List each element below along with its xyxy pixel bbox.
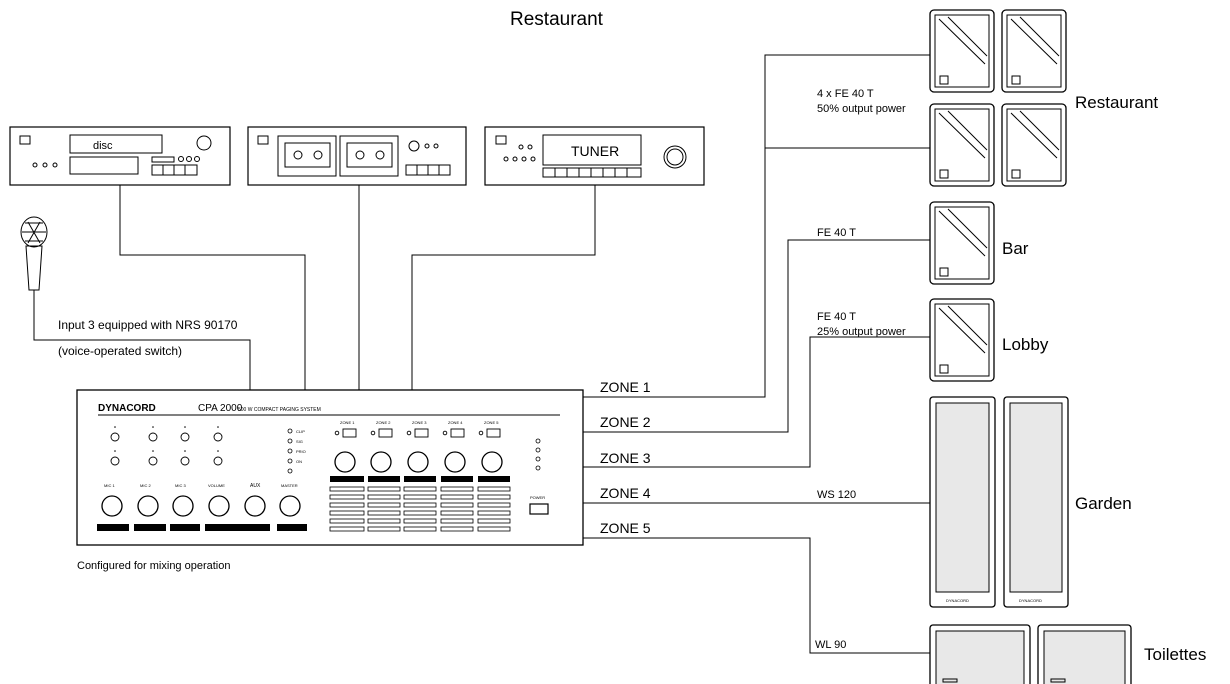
cd-cable [119, 185, 306, 390]
zone1-power-note: 50% output power [817, 103, 906, 115]
amp-zone-label-3: ZONE 3 [412, 420, 427, 425]
knob-label-master: MASTER [281, 483, 298, 488]
zone5-cable [583, 537, 930, 654]
speaker-bar [929, 201, 995, 285]
zone2-speaker-spec: FE 40 T [817, 227, 856, 239]
speaker-restaurant-3 [929, 103, 995, 187]
knob-label-mic2: MIC 2 [140, 483, 151, 488]
tuner-display-text: TUNER [571, 143, 619, 159]
speaker-lobby [929, 298, 995, 382]
zone2-cable [583, 239, 930, 433]
amp-zone-label-1: ZONE 1 [340, 420, 355, 425]
speaker-restaurant-1 [929, 9, 995, 93]
mic-note-line1: Input 3 equipped with NRS 90170 [58, 318, 238, 332]
cd-player: disc [9, 126, 231, 186]
mic-cable [33, 290, 251, 390]
zone3-label: ZONE 3 [600, 450, 651, 466]
tuner-cable [411, 185, 596, 390]
area-toilettes: Toilettes [1144, 645, 1206, 664]
speaker-garden-2: DYNACORD [1003, 396, 1069, 608]
power-label: POWER [530, 495, 545, 500]
zone3-power-note: 25% output power [817, 326, 906, 338]
speaker-restaurant-2 [1001, 9, 1067, 93]
garden-brand-2: DYNACORD [1019, 598, 1042, 603]
amp-model: CPA 2000 [198, 403, 243, 414]
mic-note-line2: (voice-operated switch) [58, 344, 182, 358]
speaker-garden-1: DYNACORD [929, 396, 996, 608]
speaker-restaurant-4 [1001, 103, 1067, 187]
area-garden: Garden [1075, 494, 1132, 513]
zone5-label: ZONE 5 [600, 520, 651, 536]
amp-caption: Configured for mixing operation [77, 560, 230, 572]
speaker-toilettes-2 [1037, 624, 1132, 684]
knob-label-mic3: MIC 3 [175, 483, 186, 488]
zone5-speaker-spec: WL 90 [815, 639, 846, 651]
zone4-label: ZONE 4 [600, 485, 651, 501]
zone3-cable [583, 336, 930, 468]
diagram-title: Restaurant [510, 9, 604, 30]
speaker-toilettes-1 [929, 624, 1031, 684]
amp-zone-label-2: ZONE 2 [376, 420, 391, 425]
led-label-2: SIG [296, 439, 303, 444]
area-lobby: Lobby [1002, 335, 1049, 354]
knob-label-volume: VOLUME [208, 483, 225, 488]
led-label-4: ON [296, 459, 302, 464]
amp-subtitle: 500 W COMPACT PAGING SYSTEM [238, 407, 321, 413]
amplifier-cpa2000: DYNACORD CPA 2000 500 W COMPACT PAGING S… [76, 389, 584, 546]
zone4-speaker-spec: WS 120 [817, 489, 856, 501]
garden-brand-1: DYNACORD [946, 598, 969, 603]
zone1-label: ZONE 1 [600, 379, 651, 395]
knob-label-mic1: MIC 1 [104, 483, 115, 488]
zone2-label: ZONE 2 [600, 414, 651, 430]
amp-zone-label-5: ZONE 5 [484, 420, 499, 425]
area-bar: Bar [1002, 239, 1029, 258]
led-label-1: CLIP [296, 429, 305, 434]
led-label-3: PRIO [296, 449, 306, 454]
area-restaurant: Restaurant [1075, 93, 1158, 112]
tuner: TUNER [484, 126, 705, 186]
knob-label-aux: AUX [250, 483, 261, 489]
amp-zone-label-4: ZONE 4 [448, 420, 463, 425]
cassette-deck [247, 126, 467, 186]
zone1-cable [583, 54, 930, 398]
amp-brand: DYNACORD [98, 403, 156, 414]
zone1-speaker-spec: 4 x FE 40 T [817, 88, 874, 100]
zone3-speaker-spec: FE 40 T [817, 311, 856, 323]
microphone [20, 216, 48, 291]
cd-display-text: disc [93, 140, 113, 152]
